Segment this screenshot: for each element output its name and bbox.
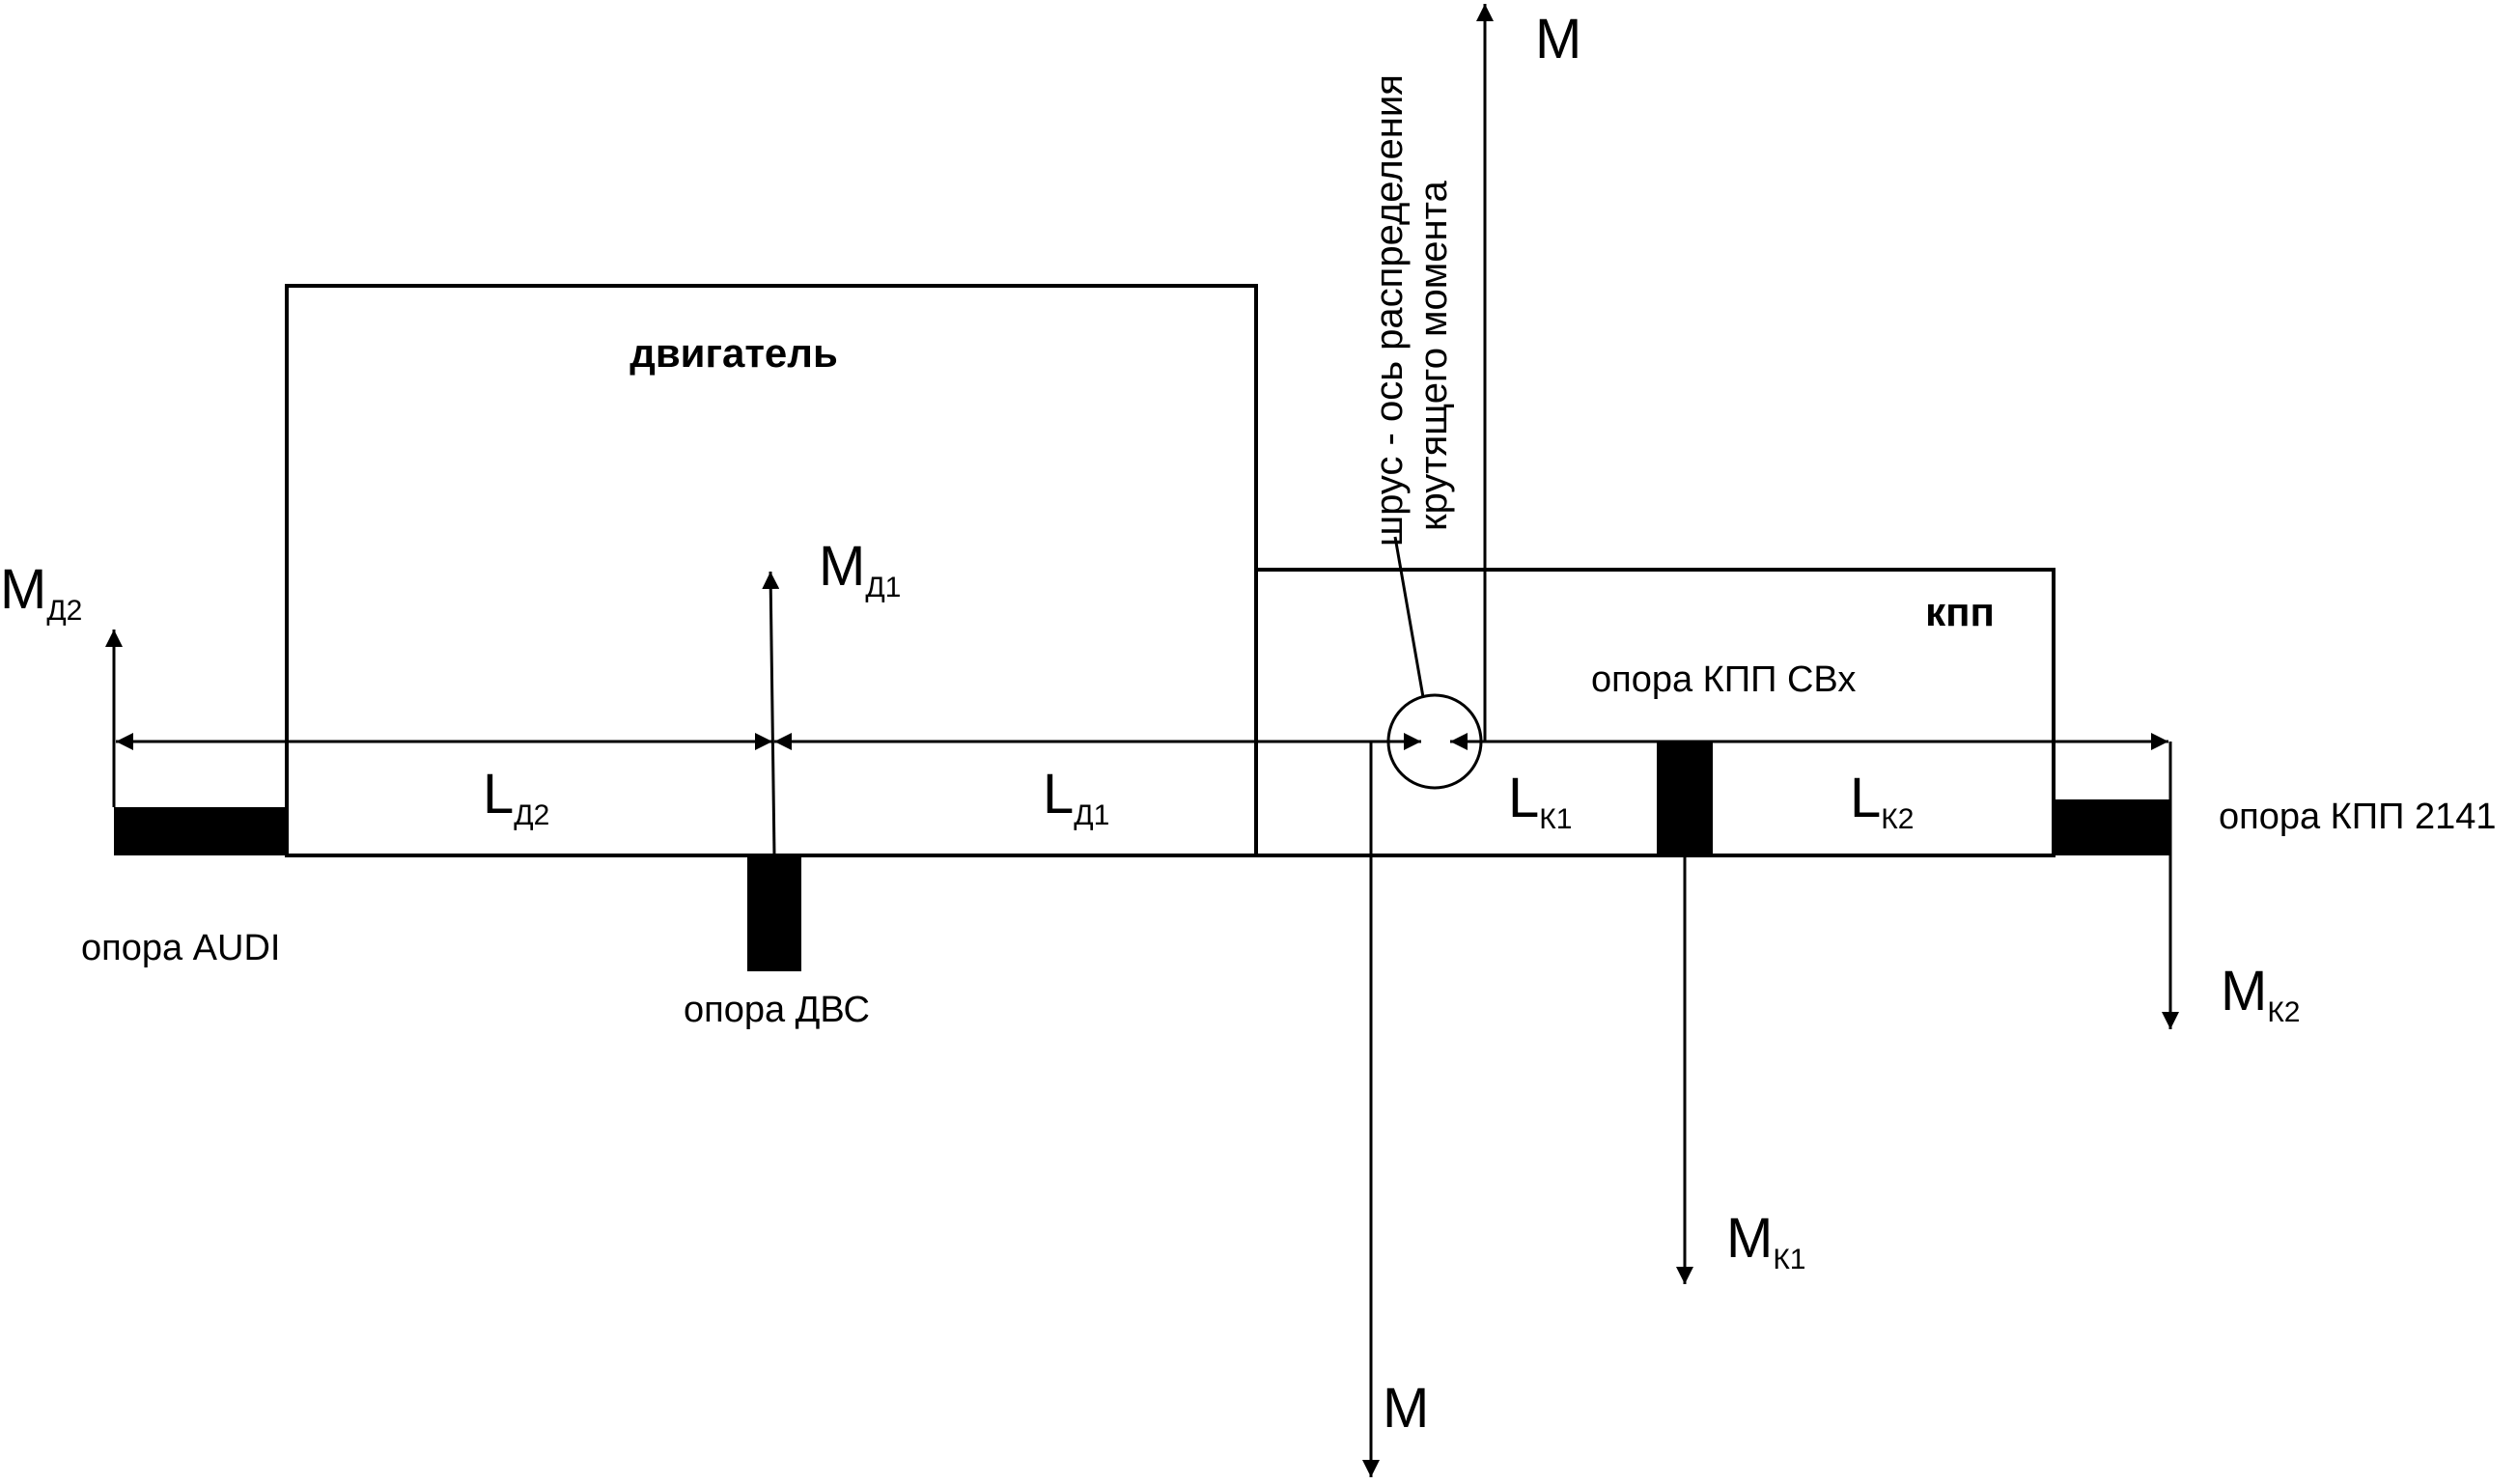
support-gearbox-2141-label: опора КПП 2141: [2219, 797, 2497, 837]
length-ld2-label: LД2: [483, 763, 549, 831]
moment-md2-label: MД2: [0, 558, 82, 627]
support-engine-label: опора ДВС: [684, 990, 870, 1030]
gearbox-label: кпп: [1925, 589, 1995, 634]
length-lk1-label: LК1: [1508, 767, 1572, 835]
moment-m-up-label: M: [1535, 8, 1581, 70]
support-gearbox-svx-bar: [1657, 742, 1713, 855]
engine-label: двигатель: [629, 330, 838, 376]
length-lk2-label: LК2: [1850, 767, 1914, 835]
gearbox-block: [1254, 568, 2056, 857]
support-audi-bar: [114, 807, 288, 855]
moment-md1-arrow: [762, 571, 780, 856]
length-ld1-label: LД1: [1043, 763, 1109, 831]
moment-mk2-label: MК2: [2221, 960, 2301, 1028]
svg-text:шрус - ось распределения: шрус - ось распределения: [1368, 74, 1411, 546]
joint-axis-label: шрус - ось распределения крутящего момен…: [1368, 74, 1455, 546]
joint-leader-line: [1393, 536, 1425, 698]
moment-m-down-label: M: [1383, 1377, 1429, 1440]
svg-text:крутящего момента: крутящего момента: [1412, 180, 1455, 531]
cv-joint-circle: [1386, 693, 1483, 790]
support-gearbox-2141-bar: [2054, 799, 2171, 855]
support-audi-label: опора AUDI: [81, 928, 280, 968]
support-gearbox-svx-label: опора КПП СВх: [1591, 659, 1856, 700]
moment-md1-label: MД1: [819, 535, 901, 603]
engine-block: [285, 284, 1258, 857]
support-engine-bar: [747, 855, 801, 971]
moment-mk1-label: MК1: [1726, 1207, 1806, 1275]
